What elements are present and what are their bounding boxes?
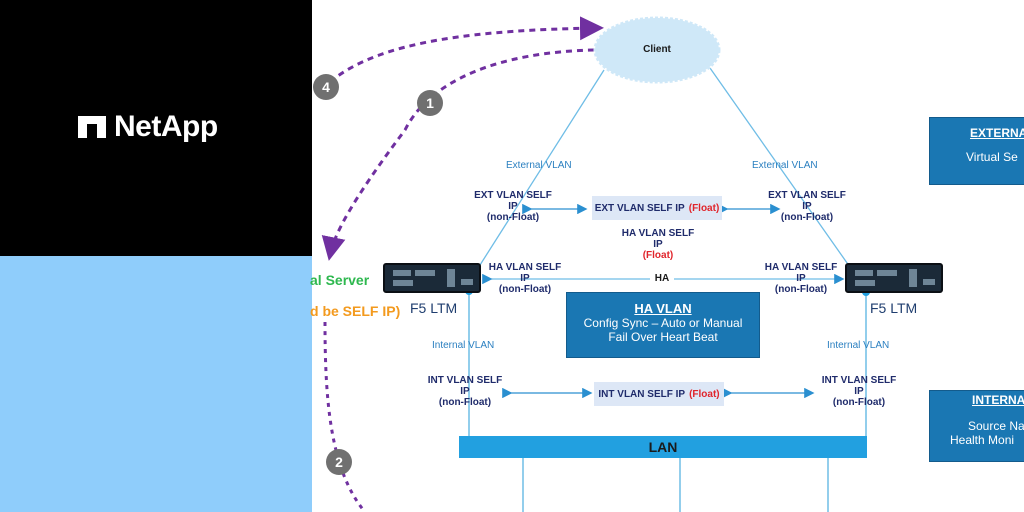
ext-self-ip-left: EXT VLAN SELF IP (non-Float) (474, 190, 552, 223)
client-cloud (593, 16, 721, 84)
ha-self-ip-right: HA VLAN SELF IP (non-Float) (764, 262, 838, 295)
external-vlan-link-right (709, 67, 853, 271)
ha-float-ip: HA VLAN SELF IP (Float) (621, 228, 695, 261)
f5-ltm-device-left (383, 263, 481, 293)
flow-step-2 (323, 321, 367, 512)
int-float-ip-box: INT VLAN SELF IP (Float) (594, 382, 724, 406)
int-self-ip-right: INT VLAN SELF IP (non-Float) (821, 375, 897, 408)
f5-ltm-label-right: F5 LTM (870, 300, 918, 316)
f5-ltm-device-right (845, 263, 943, 293)
int-self-ip-left: INT VLAN SELF IP (non-Float) (427, 375, 503, 408)
ext-self-ip-right: EXT VLAN SELF IP (non-Float) (768, 190, 846, 223)
brand-name: NetApp (114, 110, 218, 143)
f5-ltm-label-left: F5 LTM (410, 300, 458, 316)
step-badge-2: 2 (326, 449, 352, 475)
lan-bar: LAN (459, 436, 867, 458)
partial-self-ip-label: d be SELF IP) (310, 303, 401, 319)
partial-server-label: al Server (310, 272, 370, 288)
client-label: Client (643, 44, 671, 55)
flow-step-4 (329, 16, 604, 84)
external-info-box: EXTERNA Virtual Se (929, 117, 1024, 185)
step-badge-1: 1 (417, 90, 443, 116)
netapp-mark-icon (78, 116, 106, 138)
ext-float-ip-box: EXT VLAN SELF IP (Float) (592, 196, 722, 220)
ha-vlan-box: HA VLAN Config Sync – Auto or Manual Fai… (566, 292, 760, 358)
ha-link-label: HA (650, 273, 674, 284)
external-vlan-label-left: External VLAN (506, 160, 572, 171)
internal-info-box: INTERNA Source Na Health Moni (929, 390, 1024, 462)
step-badge-4: 4 (313, 74, 339, 100)
flow-step-1 (321, 48, 595, 261)
internal-vlan-label-left: Internal VLAN (432, 340, 495, 351)
decorative-panel (0, 256, 312, 512)
external-vlan-label-right: External VLAN (752, 160, 818, 171)
brand-panel (0, 0, 312, 256)
internal-vlan-label-right: Internal VLAN (827, 340, 890, 351)
ha-self-ip-left: HA VLAN SELF IP (non-Float) (488, 262, 562, 295)
external-vlan-link-left (479, 69, 605, 266)
netapp-logo: NetApp (78, 112, 218, 142)
